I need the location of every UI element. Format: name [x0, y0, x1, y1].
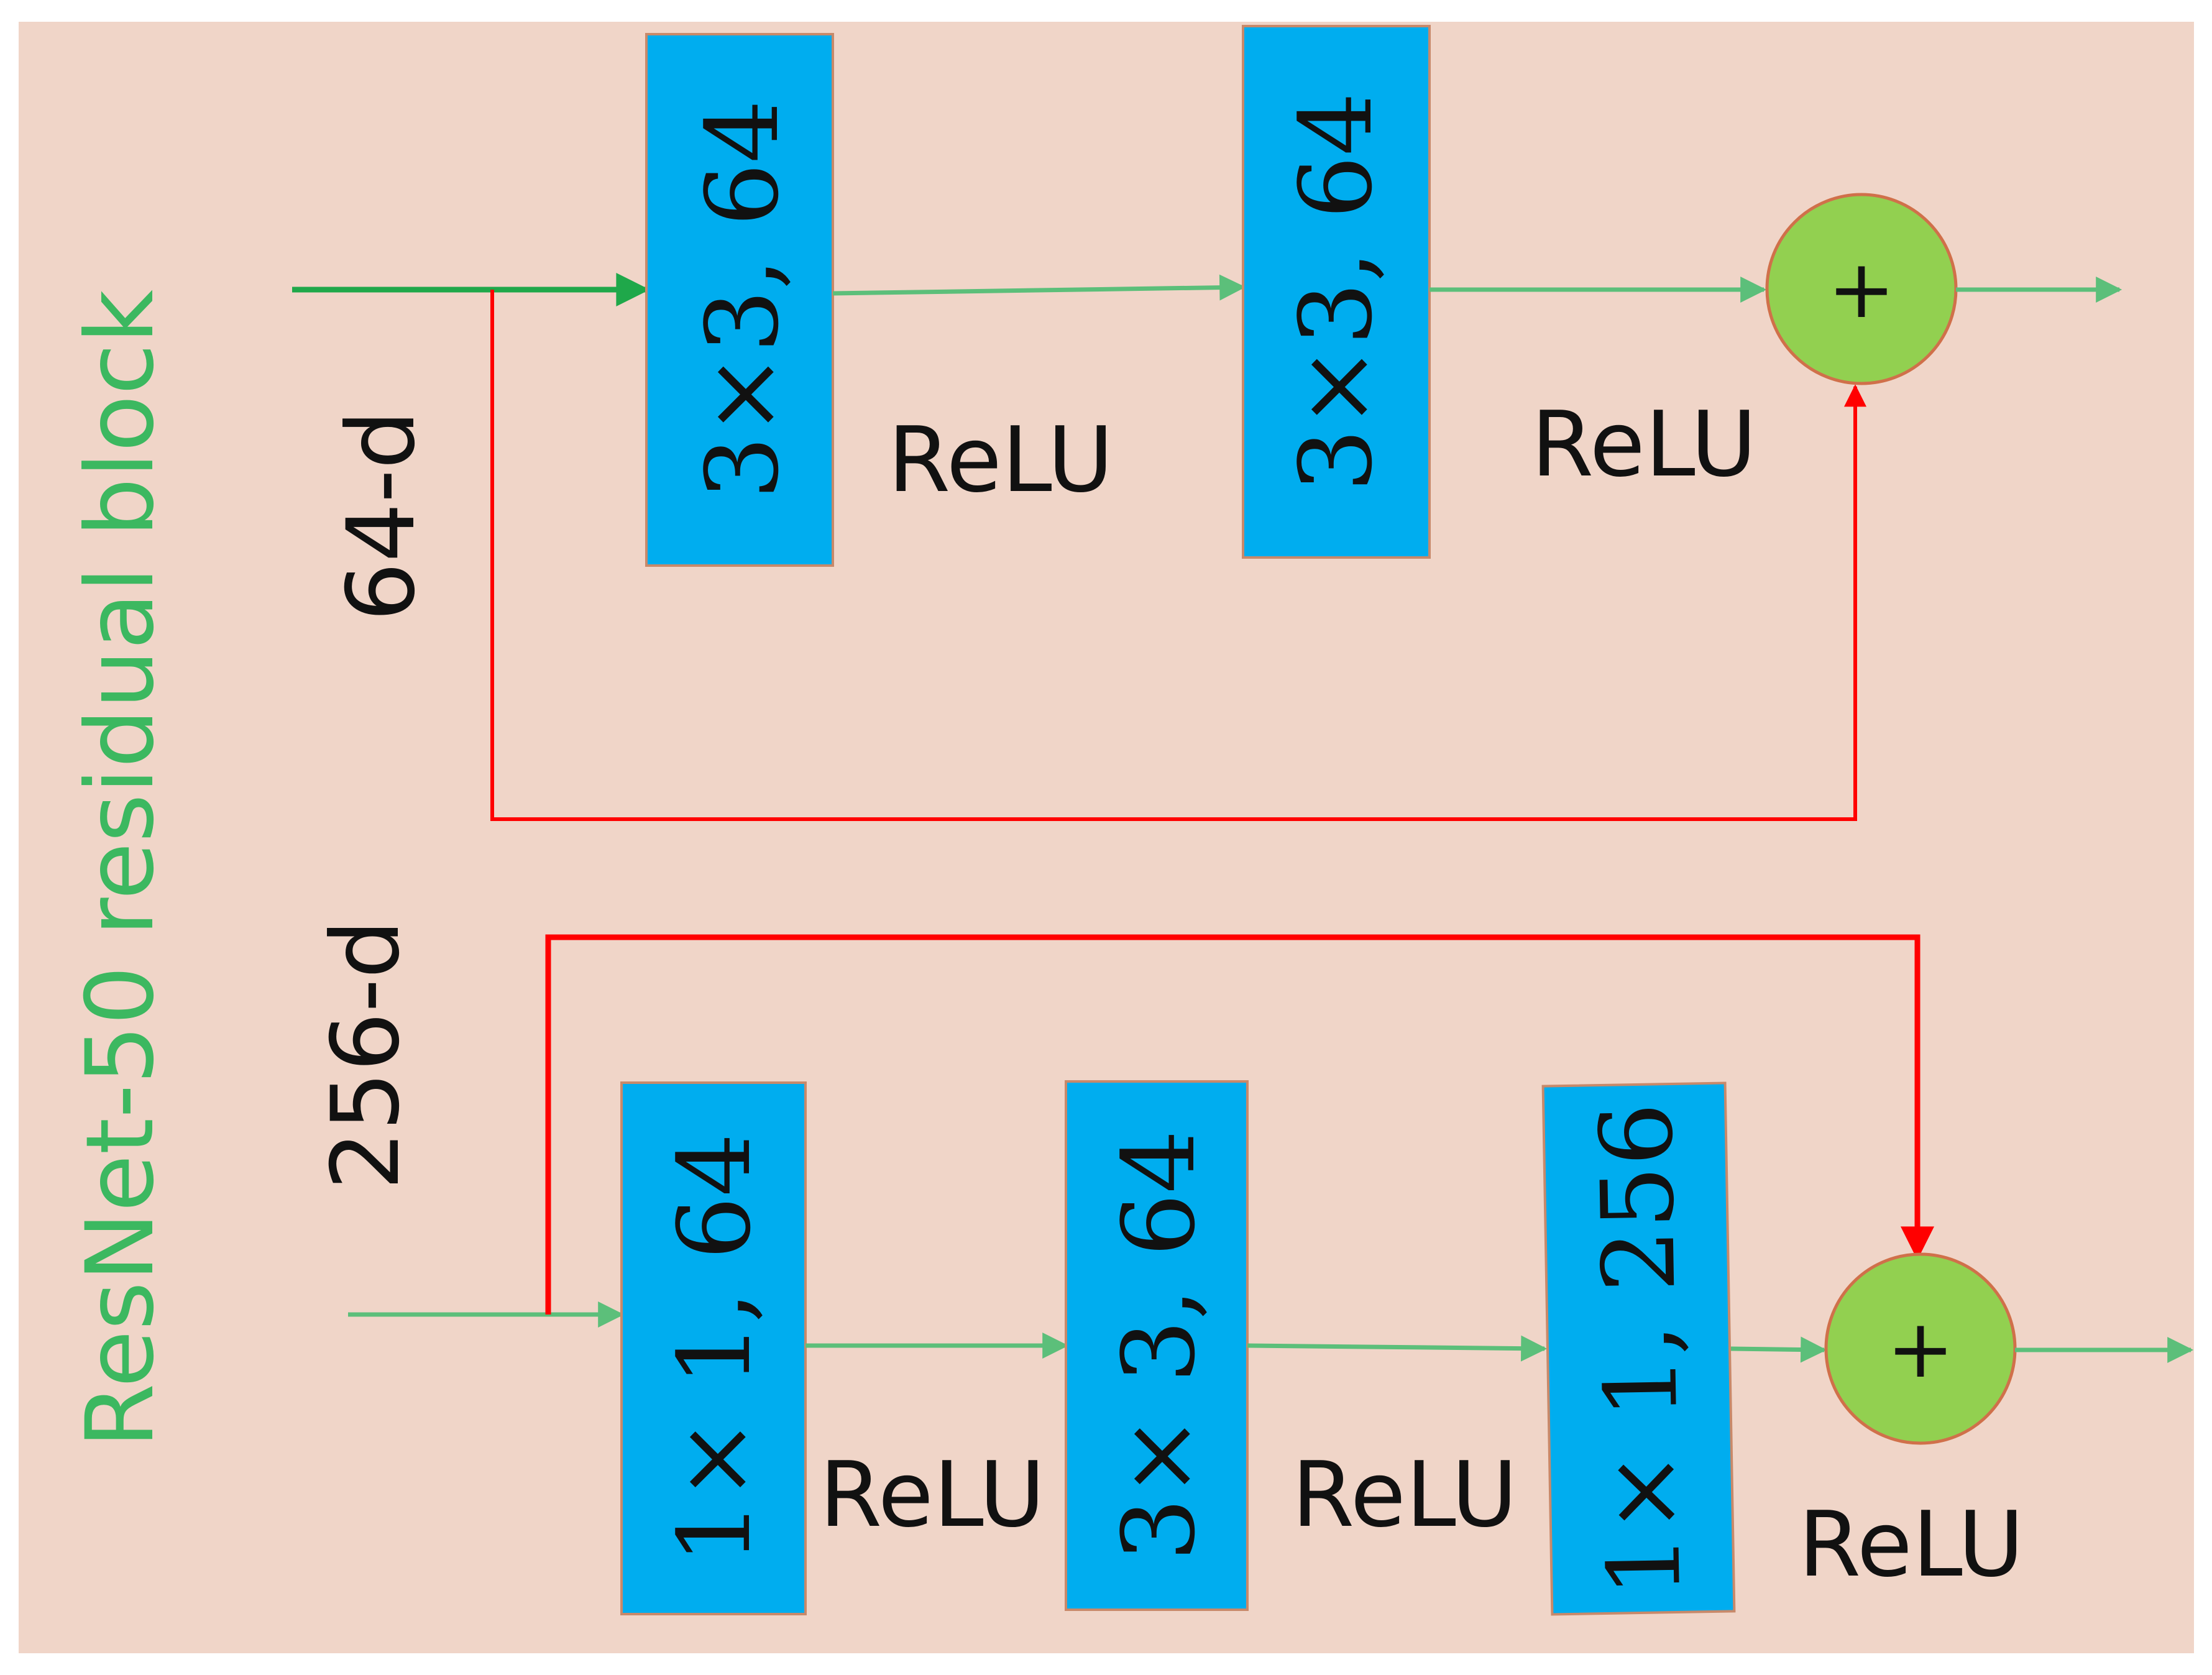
top-add-symbol: +	[1828, 242, 1896, 336]
bottom-relu-3: ReLU	[1798, 1492, 2024, 1597]
top-conv-1: 3×3, 64	[645, 33, 834, 567]
bottom-arrow-conv2-conv3	[1247, 1335, 1548, 1362]
bottom-conv-2: 3× 3, 64	[1065, 1080, 1249, 1611]
top-relu-2: ReLU	[1531, 392, 1756, 497]
top-conv-1-label: 3×3, 64	[684, 100, 801, 500]
bottom-conv-2-label: 3× 3, 64	[1101, 1130, 1217, 1561]
bottom-conv-1-label: 1× 1, 64	[656, 1133, 773, 1564]
top-dim-label: 64-d	[328, 410, 436, 622]
bottom-dim-label: 256-d	[312, 919, 420, 1190]
top-conv-2-label: 3×3, 64	[1278, 93, 1394, 492]
top-add-node: +	[1765, 193, 1958, 385]
bottom-relu-1: ReLU	[819, 1443, 1045, 1548]
bottom-add-node: +	[1824, 1252, 2017, 1445]
bottom-arrow-conv3-add	[1730, 1336, 1827, 1363]
top-conv-2: 3×3, 64	[1242, 25, 1431, 559]
bottom-conv-3: 1× 1, 256	[1541, 1081, 1736, 1616]
bottom-conv-3-label: 1× 1, 256	[1578, 1102, 1703, 1599]
bottom-add-symbol: +	[1887, 1301, 1955, 1396]
bottom-relu-2: ReLU	[1292, 1443, 1517, 1548]
top-skip-connection	[490, 290, 1866, 821]
top-relu-1: ReLU	[888, 408, 1113, 513]
bottom-conv-1: 1× 1, 64	[620, 1081, 807, 1615]
top-arrow-conv1-conv2	[832, 274, 1246, 301]
bottom-skip-connection	[545, 934, 1934, 1315]
diagram-title: ResNet-50 residual block	[67, 290, 175, 1448]
